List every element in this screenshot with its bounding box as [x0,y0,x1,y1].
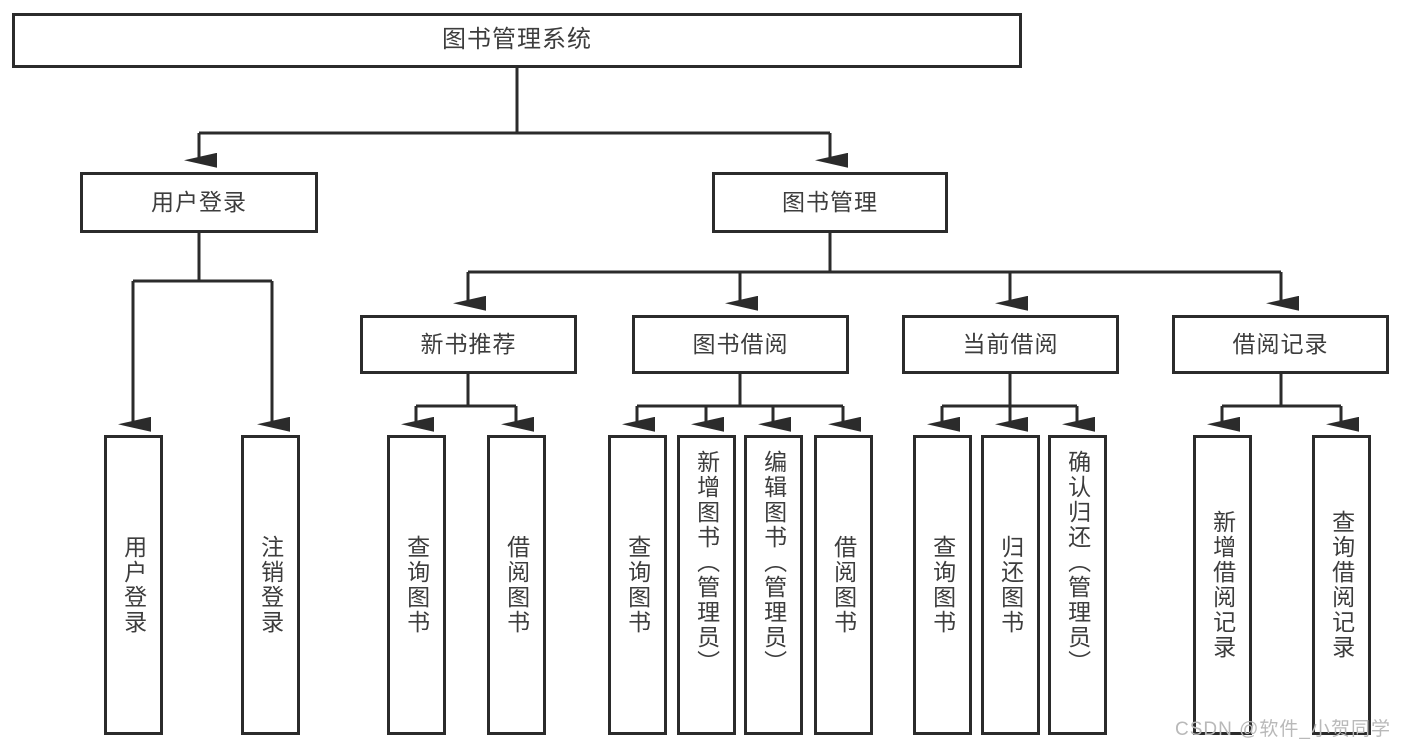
leaf-label: 查询借阅记录 [1328,510,1355,660]
node-leaf-edit-book[interactable]: 编辑图书（管理员） [744,435,803,735]
node-leaf-query-book-1[interactable]: 查询图书 [387,435,446,735]
node-leaf-add-record[interactable]: 新增借阅记录 [1193,435,1252,735]
node-book-management[interactable]: 图书管理 [712,172,948,233]
node-leaf-add-book[interactable]: 新增图书（管理员） [677,435,736,735]
leaf-label: 用户登录 [120,535,147,635]
node-leaf-user-login[interactable]: 用户登录 [104,435,163,735]
node-leaf-query-record[interactable]: 查询借阅记录 [1312,435,1371,735]
node-leaf-return-book[interactable]: 归还图书 [981,435,1040,735]
node-root-system[interactable]: 图书管理系统 [12,13,1022,68]
node-book-borrow[interactable]: 图书借阅 [632,315,849,374]
node-borrow-record[interactable]: 借阅记录 [1172,315,1389,374]
leaf-label: 注销登录 [257,535,284,635]
leaf-label: 新增借阅记录 [1209,510,1236,660]
leaf-label: 新增图书（管理员） [693,450,720,675]
leaf-label: 查询图书 [929,535,956,635]
watermark-text: CSDN @软件_小贺同学 [1175,719,1391,740]
node-leaf-borrow-book-2[interactable]: 借阅图书 [814,435,873,735]
leaf-label: 归还图书 [997,535,1024,635]
node-leaf-query-book-2[interactable]: 查询图书 [608,435,667,735]
leaf-label: 查询图书 [403,535,430,635]
node-leaf-borrow-book-1[interactable]: 借阅图书 [487,435,546,735]
node-leaf-query-book-3[interactable]: 查询图书 [913,435,972,735]
node-user-login[interactable]: 用户登录 [80,172,318,233]
node-leaf-user-logout[interactable]: 注销登录 [241,435,300,735]
leaf-label: 借阅图书 [830,535,857,635]
node-new-book-recommend[interactable]: 新书推荐 [360,315,577,374]
node-current-borrow[interactable]: 当前借阅 [902,315,1119,374]
leaf-label: 查询图书 [624,535,651,635]
leaf-label: 编辑图书（管理员） [760,450,787,675]
leaf-label: 借阅图书 [503,535,530,635]
node-leaf-confirm-return[interactable]: 确认归还（管理员） [1048,435,1107,735]
leaf-label: 确认归还（管理员） [1064,450,1091,675]
